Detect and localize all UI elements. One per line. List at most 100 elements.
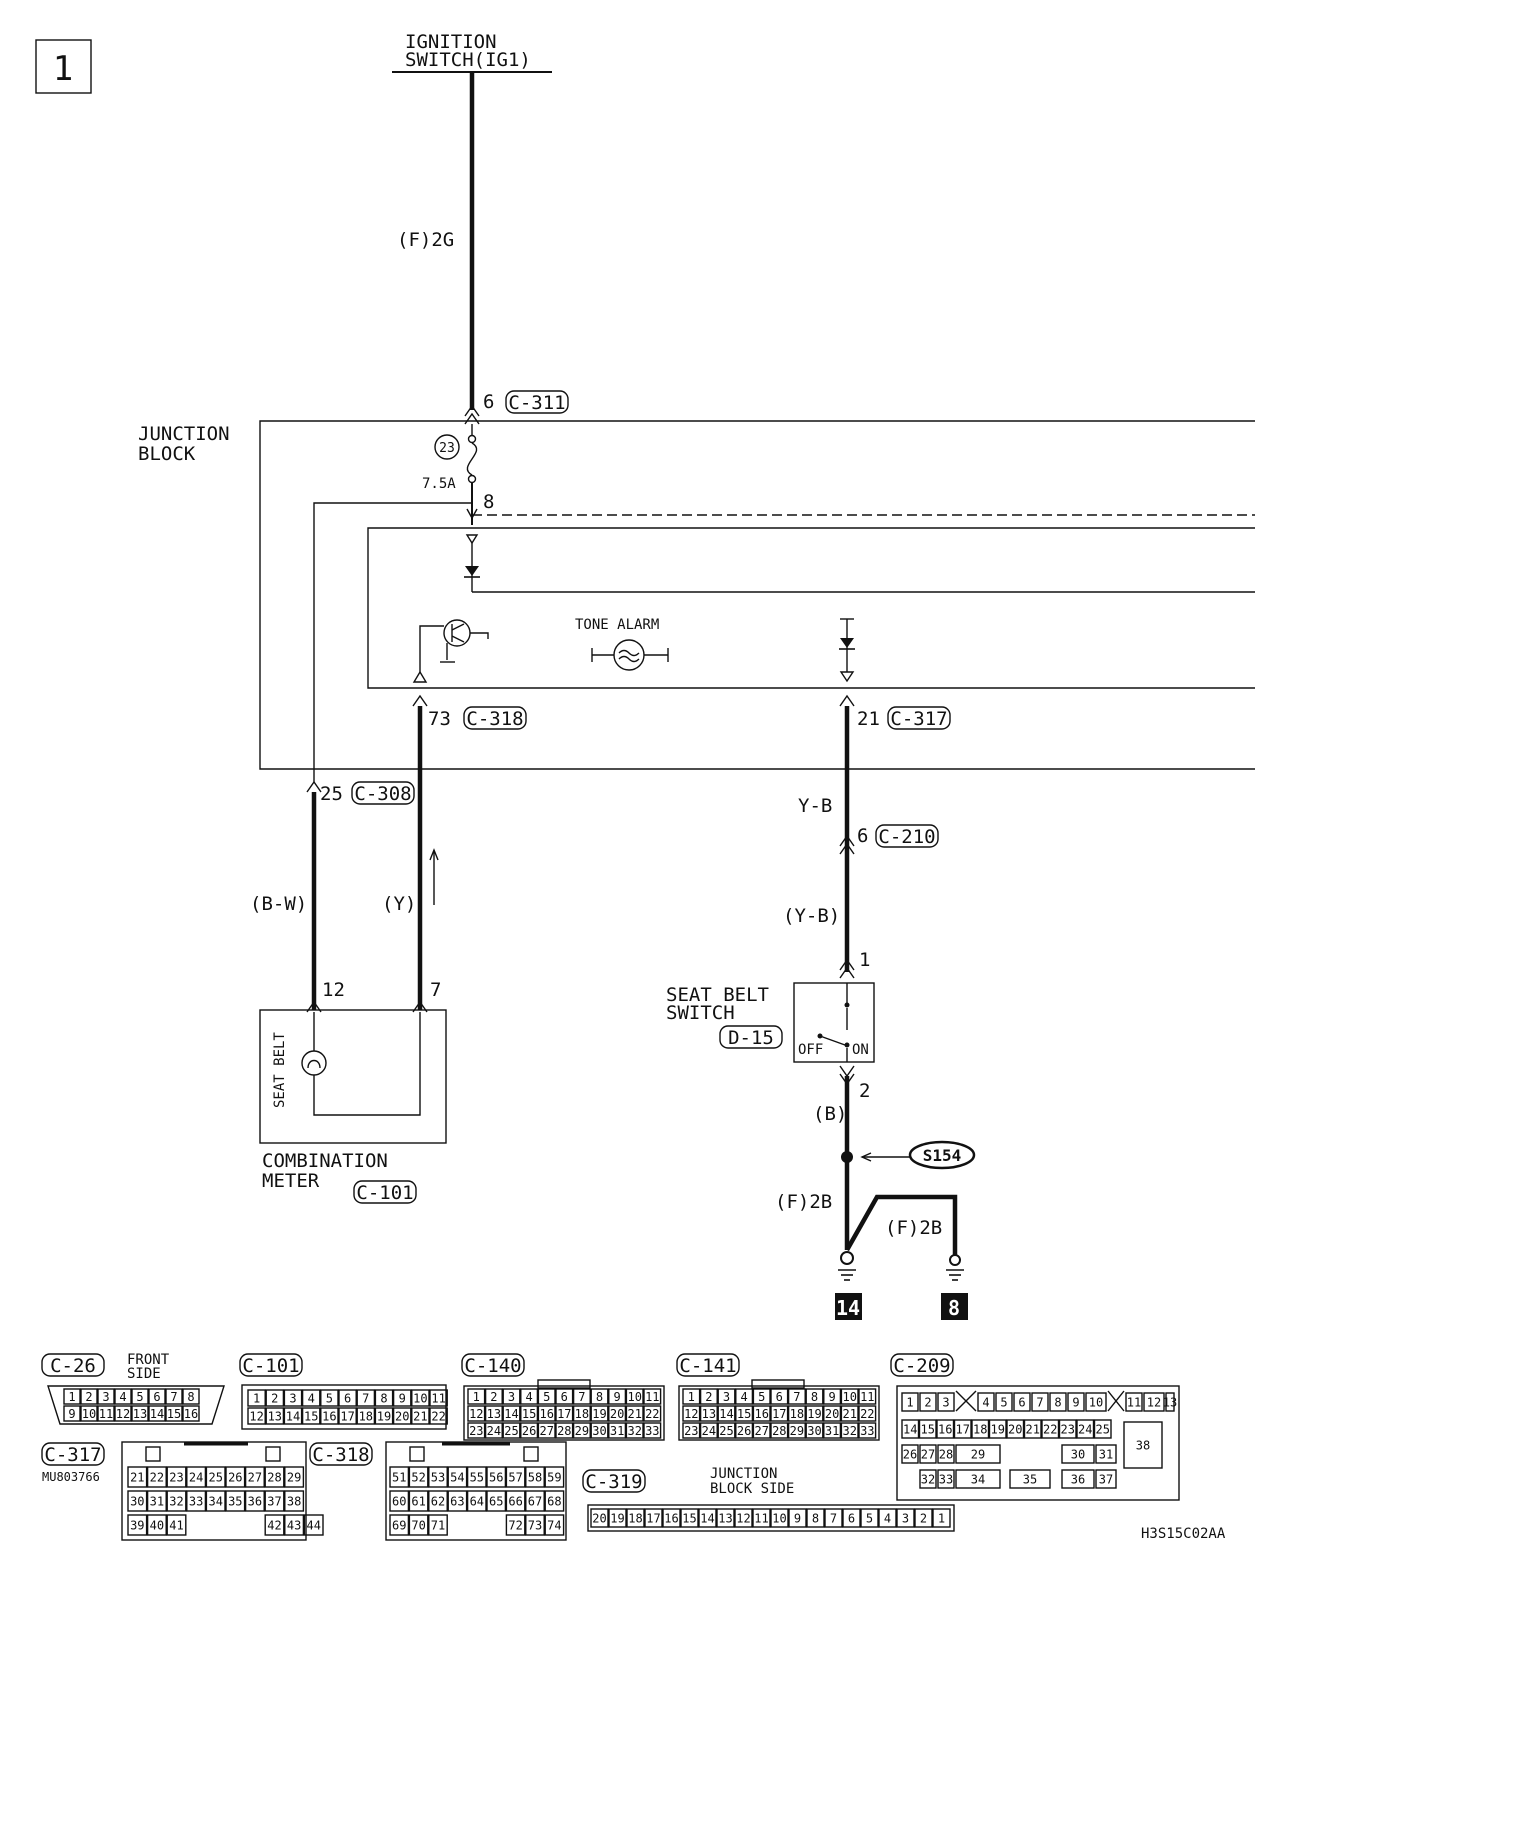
- c140-pin-5-cell: [537, 1388, 556, 1405]
- c141-pin-7-label: 7: [793, 1390, 800, 1404]
- c317-pin-23-label: 23: [169, 1471, 183, 1485]
- seat-belt-lamp-filament: [307, 1059, 321, 1069]
- c140-pin-4-label: 4: [525, 1390, 532, 1404]
- c318-pin-63-cell: [447, 1490, 468, 1512]
- c101-pin-10-cell: [411, 1389, 430, 1407]
- c209-pin-28-cell: [937, 1444, 955, 1464]
- seat-belt-switch-label-2: SWITCH: [666, 1002, 735, 1024]
- c319-pin-14-cell: [698, 1508, 717, 1528]
- c209-pin-23-cell: [1058, 1419, 1077, 1439]
- c209-pin-34-label: 34: [971, 1473, 985, 1487]
- c140-pin-25-cell: [502, 1422, 521, 1439]
- c209-pin-37-cell: [1095, 1469, 1117, 1489]
- signal-direction-arrow-head: [429, 848, 439, 861]
- c319-pin-10-cell: [770, 1508, 789, 1528]
- c308-label: C-308: [354, 783, 411, 805]
- c209-pin-27-cell: [919, 1444, 937, 1464]
- c26-note-1: FRONT: [127, 1352, 170, 1368]
- c209-pin-8-label: 8: [1054, 1396, 1061, 1410]
- c26-pin-4-label: 4: [119, 1390, 126, 1404]
- c209-pin-35-cell: [1009, 1469, 1051, 1489]
- c140-pin-27-cell: [537, 1422, 556, 1439]
- c141-pin-3-label: 3: [723, 1390, 730, 1404]
- c101-meter-label: C-101: [356, 1182, 413, 1204]
- seat-belt-switch-box: [793, 982, 875, 1063]
- c101-pin-22-label: 22: [431, 1410, 445, 1424]
- c140-name-box: [461, 1353, 525, 1377]
- c318-pin-73-cell: [525, 1514, 545, 1536]
- c317-pin-41-cell: [166, 1514, 187, 1536]
- c317-pin-29-cell: [284, 1466, 305, 1488]
- c318-pin-70-label: 70: [411, 1519, 425, 1533]
- c26-name-box: [41, 1353, 105, 1377]
- c140-pin-6-cell: [555, 1388, 574, 1405]
- node-8-pin: 8: [483, 491, 494, 513]
- c209-pin-2-cell: [919, 1392, 937, 1412]
- c141-pin-27-label: 27: [754, 1424, 768, 1438]
- ground-14-terminal: [840, 1251, 854, 1265]
- c26-pin-15-label: 15: [167, 1407, 181, 1421]
- c26-pin-5-cell: [131, 1388, 149, 1405]
- c141-pin-2-cell: [699, 1388, 718, 1405]
- c319-pin-3-cell: [896, 1508, 915, 1528]
- c308-terminal-mark: [306, 780, 322, 793]
- c140-pin-22-cell: [643, 1405, 662, 1422]
- c209-pin-18-cell: [971, 1419, 990, 1439]
- c317-pin-28-label: 28: [267, 1471, 281, 1485]
- c317-pin-41-label: 41: [169, 1519, 183, 1533]
- c140-shell: [463, 1385, 665, 1441]
- c209-pin-25-cell: [1093, 1419, 1112, 1439]
- c26-pin-1-cell: [63, 1388, 81, 1405]
- c317-pin-24-label: 24: [189, 1471, 203, 1485]
- c317-pin-33-cell: [186, 1490, 207, 1512]
- transistor-input: [470, 632, 489, 639]
- ground-8-badge: [941, 1293, 968, 1320]
- combination-meter-label-1: COMBINATION: [262, 1150, 388, 1172]
- c101-pin-7-cell: [356, 1389, 376, 1407]
- c141-pin-30-cell: [805, 1422, 824, 1439]
- c318-pin-64-cell: [466, 1490, 487, 1512]
- c318-name: C-318: [312, 1444, 369, 1466]
- c319-note-2: BLOCK SIDE: [710, 1481, 794, 1497]
- c209-pin-27-label: 27: [921, 1448, 935, 1462]
- c311-terminal-mark: [464, 404, 480, 417]
- c26-pin-7-cell: [165, 1388, 183, 1405]
- c318-pin-51-cell: [389, 1466, 410, 1488]
- c26-pin-16-label: 16: [184, 1407, 198, 1421]
- c311-box: [505, 390, 569, 414]
- ignition-switch-label-2: SWITCH(IG1): [405, 49, 531, 71]
- c209-pin-9-label: 9: [1072, 1396, 1079, 1410]
- c317-pin-23-cell: [166, 1466, 187, 1488]
- c101-pin-22-cell: [429, 1407, 448, 1425]
- seat-belt-lamp-label: SEAT BELT: [272, 1032, 288, 1108]
- c318-pin-71-label: 71: [431, 1519, 445, 1533]
- c317-pin-38-cell: [284, 1490, 305, 1512]
- switch-pin2-mark-1: [839, 1065, 855, 1078]
- c101-pin-5-label: 5: [326, 1392, 333, 1406]
- c209-pin-24-label: 24: [1078, 1423, 1092, 1437]
- c311-label: C-311: [508, 392, 565, 414]
- c318-pin-62-cell: [428, 1490, 448, 1512]
- c209-pin-20-label: 20: [1008, 1423, 1022, 1437]
- c209-pin-6-cell: [1013, 1392, 1031, 1412]
- c141-pin-12-label: 12: [684, 1407, 698, 1421]
- c140-pin-11-cell: [643, 1388, 662, 1405]
- c209-pin-6-label: 6: [1018, 1396, 1025, 1410]
- c318-pin-73-label: 73: [528, 1519, 542, 1533]
- c141-pin-20-cell: [823, 1405, 842, 1422]
- c140-pin-1-cell: [467, 1388, 486, 1405]
- c140-pin-1-label: 1: [473, 1390, 480, 1404]
- c317-pin-26-cell: [225, 1466, 246, 1488]
- c311-pin: 6: [483, 391, 494, 413]
- ground-8-number: 8: [948, 1296, 960, 1320]
- c317-pin-34-cell: [205, 1490, 226, 1512]
- c140-pin-32-cell: [625, 1422, 644, 1439]
- c141-pin-2-label: 2: [705, 1390, 712, 1404]
- c140-pin-25-label: 25: [504, 1424, 518, 1438]
- switch-lever: [819, 1035, 846, 1046]
- c101-name-box: [239, 1353, 303, 1377]
- c319-name: C-319: [585, 1471, 642, 1493]
- c140-pin-16-label: 16: [539, 1407, 553, 1421]
- c141-pin-31-cell: [823, 1422, 842, 1439]
